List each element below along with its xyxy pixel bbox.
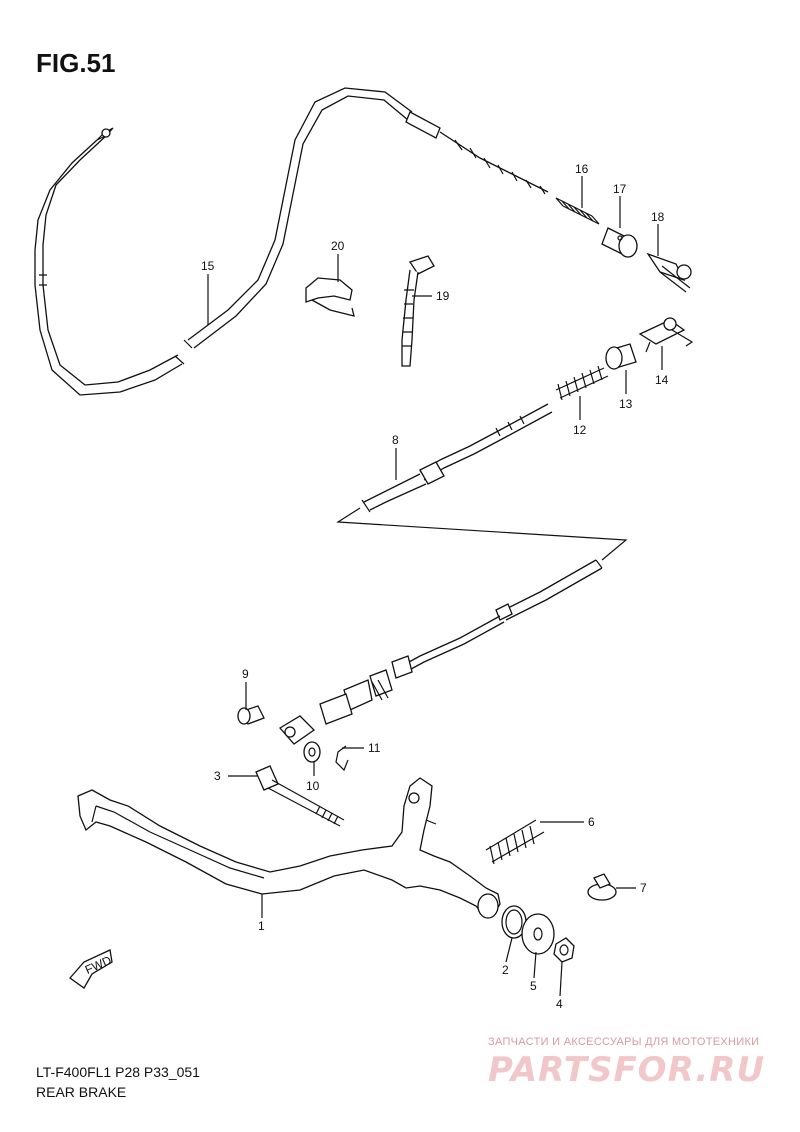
callout-19: 19 bbox=[436, 289, 450, 303]
callout-6: 6 bbox=[588, 815, 595, 829]
part-18-bracket bbox=[646, 252, 692, 293]
watermark-logo: PARTSFOR.RU bbox=[488, 1050, 766, 1090]
fwd-arrow-icon: FWD bbox=[69, 949, 114, 989]
callout-7: 7 bbox=[640, 881, 647, 895]
callout-12: 12 bbox=[573, 423, 587, 437]
part-9-pin bbox=[237, 705, 265, 725]
callout-10: 10 bbox=[306, 779, 320, 793]
part-16-spring bbox=[555, 197, 600, 225]
part-6-spring bbox=[485, 819, 545, 865]
callout-11: 11 bbox=[368, 741, 381, 755]
figure-code: LT-F400FL1 P28 P33_051 bbox=[36, 1064, 200, 1080]
callout-15: 15 bbox=[201, 259, 215, 273]
part-8-brake-cable bbox=[278, 403, 628, 745]
figure-name: REAR BRAKE bbox=[36, 1084, 127, 1100]
part-20-clamp bbox=[305, 277, 355, 317]
part-4-nut bbox=[553, 937, 575, 963]
callout-8: 8 bbox=[392, 433, 399, 447]
callout-14: 14 bbox=[655, 373, 669, 387]
part-3-bolt bbox=[255, 765, 345, 827]
callout-20: 20 bbox=[331, 239, 345, 253]
callout-5: 5 bbox=[530, 979, 537, 993]
callout-17: 17 bbox=[613, 182, 627, 196]
part-14-bracket bbox=[638, 317, 694, 353]
callout-16: 16 bbox=[575, 162, 589, 176]
callout-4: 4 bbox=[556, 997, 563, 1011]
part-13-collar bbox=[605, 343, 637, 370]
part-7-nut bbox=[587, 873, 617, 901]
part-12-spring bbox=[555, 365, 609, 401]
part-19-cable-tie bbox=[401, 255, 435, 367]
part-1-brake-pedal bbox=[77, 777, 501, 919]
callout-1: 1 bbox=[258, 919, 265, 933]
part-10-washer bbox=[303, 741, 321, 763]
part-11-cotter-pin bbox=[335, 745, 349, 772]
callout-9: 9 bbox=[242, 667, 249, 681]
leader-lines bbox=[207, 176, 663, 997]
callout-2: 2 bbox=[502, 963, 509, 977]
callout-13: 13 bbox=[619, 397, 633, 411]
callout-18: 18 bbox=[651, 210, 665, 224]
part-15-brake-cable bbox=[34, 87, 549, 396]
watermark-tagline: ЗАПЧАСТИ И АКСЕССУАРЫ ДЛЯ МОТОТЕХНИКИ bbox=[488, 1036, 760, 1048]
fwd-label: FWD bbox=[83, 953, 114, 977]
figure-title: FIG.51 bbox=[36, 48, 116, 78]
callout-3: 3 bbox=[214, 769, 221, 783]
part-5-washer bbox=[521, 913, 555, 955]
part-17-collar bbox=[601, 227, 638, 258]
